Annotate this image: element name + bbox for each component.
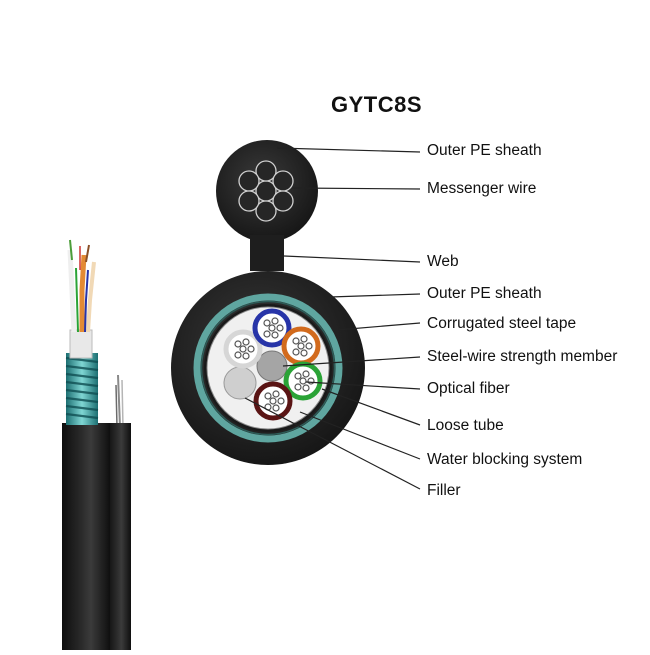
leader-loose-tube <box>321 388 421 426</box>
label-filler: Filler <box>427 482 461 499</box>
label-optical-fiber: Optical fiber <box>427 380 510 397</box>
leader-web <box>283 255 421 263</box>
cross-section <box>171 140 365 465</box>
label-steel-wire-strength-member: Steel-wire strength member <box>427 348 618 365</box>
leader-water-blocking <box>299 411 421 460</box>
main-jacket <box>62 423 110 653</box>
diagram-title: GYTC8S <box>331 92 423 117</box>
inner-sheath <box>69 329 93 359</box>
tube-white <box>223 329 263 369</box>
leader-steel-tape <box>336 322 421 331</box>
filler <box>223 366 257 400</box>
label-outer-pe-sheath-main: Outer PE sheath <box>427 285 542 302</box>
steel-wrap <box>65 353 99 425</box>
messenger-strands <box>115 374 124 428</box>
loose-tubes <box>67 239 96 333</box>
messenger-jacket <box>107 423 131 653</box>
leader-filler <box>244 397 421 490</box>
label-corrugated-steel-tape: Corrugated steel tape <box>427 315 577 332</box>
strength-member <box>256 350 288 382</box>
tube-green <box>283 361 323 401</box>
label-outer-pe-sheath-top: Outer PE sheath <box>427 142 542 159</box>
label-water-blocking-system: Water blocking system <box>427 451 583 468</box>
leader-outer-pe-main <box>329 293 421 298</box>
leader-lines <box>244 147 421 490</box>
steel-tape-ring <box>193 293 343 443</box>
leader-outer-pe-top <box>276 147 421 153</box>
leader-optical-fiber <box>305 381 421 390</box>
label-messenger-wire: Messenger wire <box>427 180 537 197</box>
cable-illustration <box>62 239 131 653</box>
leader-messenger-wire <box>291 187 421 190</box>
label-loose-tube: Loose tube <box>427 417 504 434</box>
tube-orange <box>281 326 321 366</box>
leader-strength-member <box>282 356 421 367</box>
messenger-wire <box>238 160 294 222</box>
tube-blue <box>252 308 292 348</box>
tube-brown <box>253 381 293 421</box>
label-web: Web <box>427 253 459 270</box>
